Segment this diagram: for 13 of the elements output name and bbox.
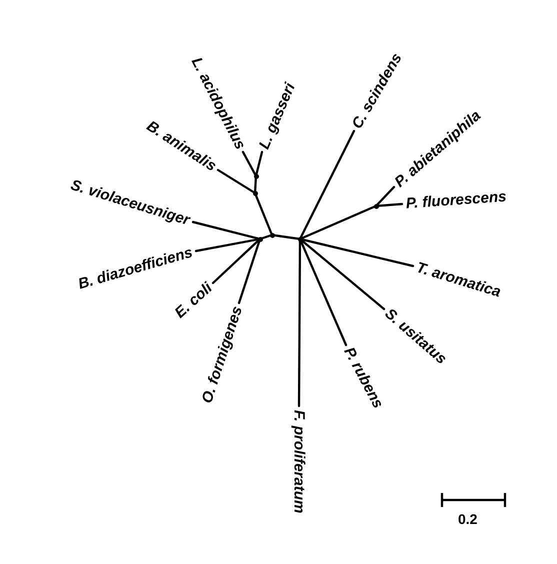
branch-line: [216, 168, 256, 194]
species-label: E. coli: [172, 279, 216, 322]
branch-line: [242, 150, 258, 178]
branch-node: [270, 232, 274, 238]
species-label: F. proliferatum: [290, 410, 308, 514]
branch-node: [374, 204, 378, 208]
scale-value: 0.2: [458, 510, 478, 529]
branch-node: [254, 174, 258, 178]
species-label: P. fluorescens: [405, 188, 507, 212]
branch-node: [252, 190, 258, 196]
branch-node: [298, 236, 302, 242]
branch-node: [258, 236, 262, 242]
branch-line: [374, 186, 396, 208]
